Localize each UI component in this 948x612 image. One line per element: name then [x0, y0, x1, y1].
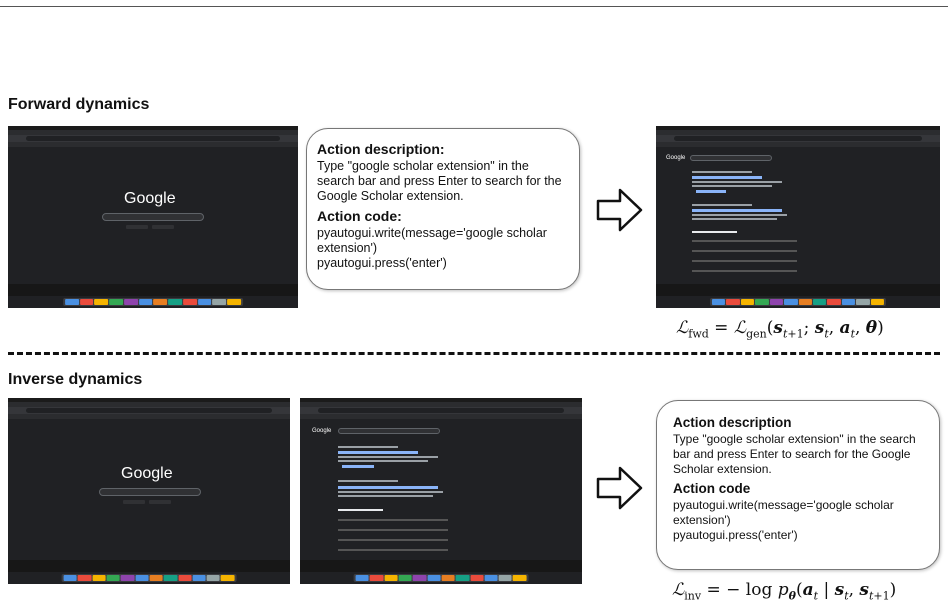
inverse-dynamics-title: Inverse dynamics — [8, 371, 143, 388]
results-search-bar — [690, 155, 772, 161]
forward-loss-text: ℒfwd = ℒgen(st+1; st, at, θ) — [676, 318, 884, 341]
search-button — [126, 225, 148, 229]
google-logo: Google — [124, 190, 176, 207]
dock — [63, 298, 243, 306]
action-code-text: pyautogui.write(message='google scholar … — [317, 226, 547, 270]
dock — [61, 574, 237, 582]
inverse-loss-text: ℒinv = − log pθ(at | st, st+1) — [672, 580, 897, 603]
forward-state-screenshot: Google — [8, 126, 298, 308]
lucky-button — [149, 500, 171, 504]
action-code-text: pyautogui.write(message='google scholar … — [673, 498, 894, 542]
forward-next-state-screenshot: Google — [656, 126, 940, 308]
action-description-heading: Action description — [673, 415, 792, 430]
action-description-heading: Action description: — [317, 141, 445, 157]
search-button — [123, 500, 145, 504]
google-logo: Google — [121, 465, 173, 482]
dock — [709, 298, 887, 306]
inverse-action-box: Action description Type "google scholar … — [656, 400, 940, 570]
action-code-heading: Action code: — [317, 208, 402, 224]
search-bar — [99, 488, 201, 496]
inverse-arrow-icon — [596, 465, 644, 511]
forward-action-box: Action description: Type "google scholar… — [306, 128, 580, 290]
dock — [353, 574, 529, 582]
lucky-button — [152, 225, 174, 229]
google-logo-small: Google — [666, 155, 686, 161]
section-divider — [8, 352, 940, 355]
inverse-next-state-screenshot: Google — [300, 398, 582, 584]
google-logo-small: Google — [312, 428, 332, 434]
action-description-text: Type "google scholar extension" in the s… — [317, 159, 562, 203]
results-search-bar — [338, 428, 440, 434]
forward-loss-formula: ℒfwd = ℒgen(st+1; st, at, θ) — [676, 318, 884, 340]
search-bar — [102, 213, 204, 221]
inverse-loss-formula: ℒinv = − log pθ(at | st, st+1) — [672, 580, 896, 602]
forward-arrow-icon — [596, 187, 644, 233]
forward-dynamics-title: Forward dynamics — [8, 96, 150, 113]
action-code-heading: Action code — [673, 481, 751, 496]
action-description-text: Type "google scholar extension" in the s… — [673, 432, 916, 476]
top-rule — [0, 6, 948, 7]
inverse-state-screenshot: Google — [8, 398, 290, 584]
